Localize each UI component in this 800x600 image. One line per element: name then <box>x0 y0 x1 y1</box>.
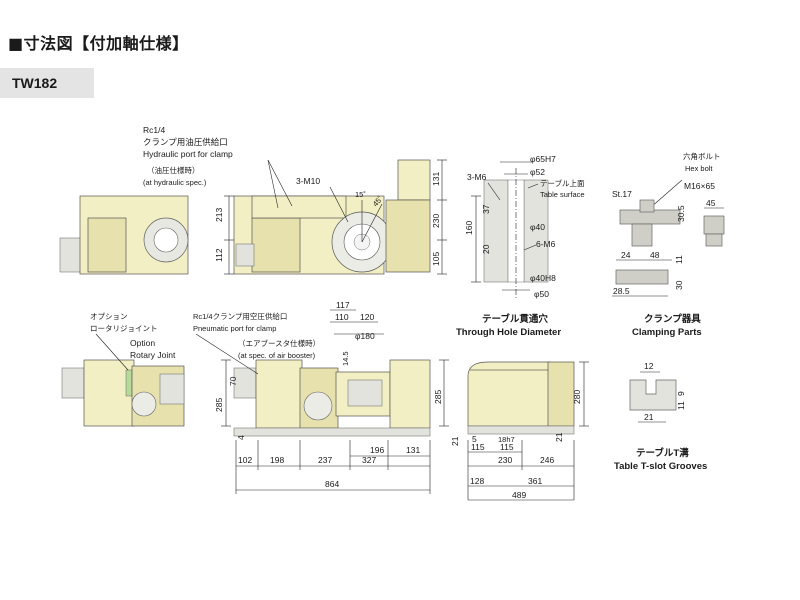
air-note-jp: （エアブースタ仕様時） <box>238 338 320 348</box>
front-view-labels: オプション ロータリジョイント Option Rotary Joint Rc1/… <box>90 300 460 494</box>
hole-d52: φ52 <box>530 167 545 177</box>
front-dim-131: 131 <box>406 445 420 455</box>
side-dim-115-a: 115 <box>471 442 485 452</box>
tslot-dim-9: 9 <box>676 391 686 396</box>
front-dim-120: 120 <box>360 312 374 322</box>
front-dim-4: 4 <box>236 435 246 440</box>
clamp-stroke: St.17 <box>612 189 632 199</box>
through-hole-detail: φ65H7 φ52 3-M6 テーブル上面 Table surface φ40 … <box>456 154 585 338</box>
front-dim-237: 237 <box>318 455 332 465</box>
tslot-dim-11: 11 <box>676 401 686 410</box>
front-dim-d180: φ180 <box>355 331 375 341</box>
hydraulic-note-line2: (at hydraulic spec.) <box>143 178 207 187</box>
port-clamp-line2: クランプ用油圧供給口 <box>143 137 228 147</box>
clamp-dim-30: 30 <box>674 280 684 290</box>
clamping-title-jp: クランプ器具 <box>644 313 701 325</box>
side-dim-115-b: 115 <box>500 442 514 452</box>
dim-213: 213 <box>214 208 224 222</box>
hole-dim-37: 37 <box>481 204 491 214</box>
dim-105: 105 <box>431 252 441 266</box>
hex-bolt-en: Hex bolt <box>685 164 713 173</box>
pneumatic-en: Pneumatic port for clamp <box>193 324 276 333</box>
tslot-title-en: Table T-slot Grooves <box>614 461 707 472</box>
side-dim-280: 280 <box>572 390 582 404</box>
hole-d40: φ40 <box>530 222 545 232</box>
front-dim-110: 110 <box>335 312 349 322</box>
through-hole-title-en: Through Hole Diameter <box>456 327 561 338</box>
tslot-dim-21: 21 <box>644 412 654 422</box>
hydraulic-note-line1: （油圧仕様時） <box>147 165 200 175</box>
front-dim-327: 327 <box>362 455 376 465</box>
clamp-dim-28-5: 28.5 <box>613 286 630 296</box>
front-view-machine <box>61 359 431 437</box>
through-hole-title-jp: テーブル貫通穴 <box>482 313 548 325</box>
dim-230: 230 <box>431 214 441 228</box>
side-dim-489: 489 <box>512 490 526 500</box>
front-dim-117: 117 <box>336 300 350 310</box>
hole-dim-160: 160 <box>464 221 474 235</box>
front-dim-102: 102 <box>238 455 252 465</box>
hole-d50: φ50 <box>534 289 549 299</box>
top-view-labels: Rc1/4 クランプ用油圧供給口 Hydraulic port for clam… <box>143 125 447 275</box>
side-dim-361: 361 <box>528 476 542 486</box>
hole-d40h8: φ40H8 <box>530 273 556 283</box>
hole-dim-20: 20 <box>481 244 491 254</box>
front-dim-196: 196 <box>370 445 384 455</box>
air-note-en: (at spec. of air booster) <box>238 351 316 360</box>
tslot-dim-12: 12 <box>644 361 654 371</box>
clamp-dim-30-5: 30.5 <box>676 205 686 222</box>
front-dim-285-left: 285 <box>214 398 224 412</box>
angle-15-label: 15˚ <box>355 190 366 199</box>
dim-131: 131 <box>431 172 441 186</box>
front-dim-21: 21 <box>450 436 460 446</box>
front-dim-198: 198 <box>270 455 284 465</box>
hole-d65: φ65H7 <box>530 154 556 164</box>
clamp-dim-48: 48 <box>650 250 660 260</box>
clamp-dim-11: 11 <box>674 255 684 264</box>
side-dim-21: 21 <box>554 432 564 442</box>
front-dim-285-right: 285 <box>433 390 443 404</box>
table-surface-jp: テーブル上面 <box>540 178 585 188</box>
option-en-2: Rotary Joint <box>130 350 176 360</box>
pneumatic-jp: Rc1/4クランプ用空圧供給口 <box>193 311 287 321</box>
front-dim-864: 864 <box>325 479 339 489</box>
front-dim-14-5: 14.5 <box>341 351 350 366</box>
side-dim-18h7: 18h7 <box>498 435 515 444</box>
page-title: ■寸法図【付加軸仕様】 <box>8 34 189 53</box>
model-label: TW182 <box>0 68 94 98</box>
front-dim-70: 70 <box>228 376 238 386</box>
clamp-bolt-size: M16×65 <box>684 181 715 191</box>
option-jp-1: オプション <box>90 312 128 321</box>
option-jp-2: ロータリジョイント <box>90 324 158 333</box>
side-dim-5: 5 <box>472 434 477 444</box>
hole-m6-top: 3-M6 <box>467 172 487 182</box>
tslot-title-jp: テーブルT溝 <box>636 447 689 459</box>
clamp-dim-45: 45 <box>706 198 716 208</box>
side-view-labels: 280 5 18h7 115 115 230 246 128 361 489 2… <box>467 361 589 501</box>
port-clamp-line1: Rc1/4 <box>143 125 165 135</box>
option-en-1: Option <box>130 338 155 348</box>
tslot-detail: 12 9 11 21 テーブルT溝 Table T-slot Grooves <box>614 361 707 472</box>
dim-112: 112 <box>214 248 224 262</box>
side-view-machine <box>467 361 575 435</box>
hole-m6-6: 6-M6 <box>536 239 556 249</box>
side-dim-128: 128 <box>470 476 484 486</box>
side-dim-246: 246 <box>540 455 554 465</box>
clamp-dim-24: 24 <box>621 250 631 260</box>
side-dim-230: 230 <box>498 455 512 465</box>
bolt-holes-label: 3-M10 <box>296 176 320 186</box>
hex-bolt-jp: 六角ボルト <box>683 151 721 161</box>
clamping-title-en: Clamping Parts <box>632 327 702 338</box>
clamping-parts: 六角ボルト Hex bolt M16×65 St.17 45 30.5 24 4… <box>612 151 725 338</box>
port-clamp-line3: Hydraulic port for clamp <box>143 149 233 159</box>
top-view-machine <box>59 159 431 275</box>
table-surface-en: Table surface <box>540 190 585 199</box>
